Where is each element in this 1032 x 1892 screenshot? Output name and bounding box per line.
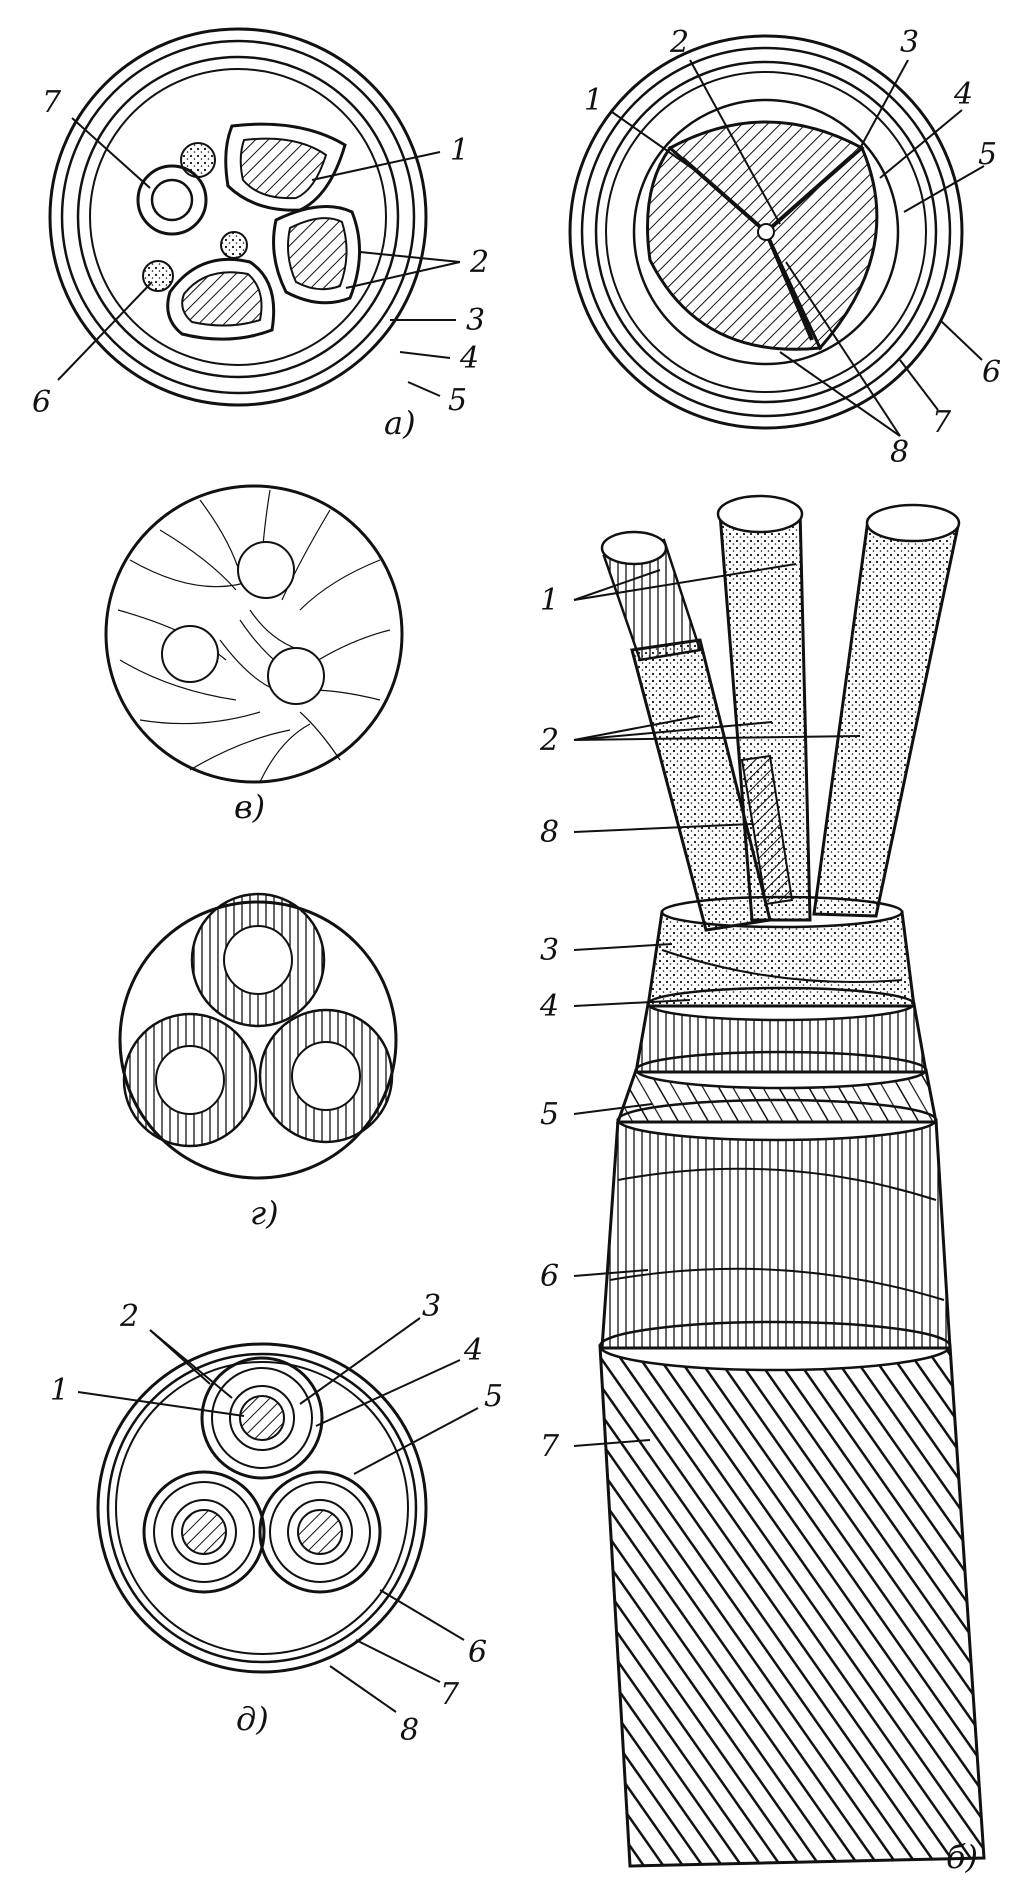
panel-b-label-7: 7 — [540, 1429, 560, 1464]
panel-a-cross-section — [48, 27, 461, 407]
panel-a-label-4: 4 — [459, 341, 479, 376]
panel-b-label-4: 4 — [539, 989, 559, 1024]
panel-a-label-7: 7 — [42, 85, 62, 120]
panel-d-caption: д) — [236, 1700, 269, 1738]
panel-top-right-label-6: 6 — [982, 355, 1001, 390]
panel-g-screened-cores — [118, 892, 398, 1180]
panel-d-cross-section — [77, 1317, 479, 1713]
panel-b-label-5: 5 — [540, 1097, 559, 1132]
panel-a-label-2: 2 — [469, 245, 489, 280]
panel-v-field-lines — [104, 484, 404, 784]
panel-d-label-8: 8 — [400, 1713, 419, 1748]
panel-b-cutaway-cable — [573, 494, 986, 1868]
panel-top-right-label-2: 2 — [669, 25, 689, 60]
panel-d-label-3: 3 — [422, 1289, 441, 1324]
panel-top-right-label-4: 4 — [953, 77, 973, 112]
panel-top-right-label-1: 1 — [584, 83, 603, 118]
panel-top-right-cross-section — [568, 34, 985, 437]
panel-top-right-label-3: 3 — [900, 25, 919, 60]
panel-a-label-3: 3 — [466, 303, 485, 338]
panel-v-caption: в) — [234, 788, 265, 826]
panel-b-label-2: 2 — [539, 723, 559, 758]
panel-b-caption: б) — [946, 1838, 978, 1876]
panel-d-label-1: 1 — [50, 1373, 69, 1408]
panel-d-label-6: 6 — [468, 1635, 487, 1670]
panel-d-label-2: 2 — [119, 1299, 139, 1334]
panel-b-label-3: 3 — [540, 933, 559, 968]
panel-a-caption: а) — [384, 404, 416, 442]
panel-top-right-label-8: 8 — [890, 435, 909, 470]
panel-b-label-1: 1 — [540, 583, 559, 618]
panel-a-label-6: 6 — [32, 385, 51, 420]
panel-g-caption: г) — [250, 1194, 279, 1232]
panel-top-right-label-7: 7 — [932, 405, 952, 440]
panel-d-label-5: 5 — [484, 1379, 503, 1414]
panel-b-label-6: 6 — [540, 1259, 559, 1294]
panel-d-label-4: 4 — [463, 1333, 483, 1368]
panel-a-label-1: 1 — [450, 133, 469, 168]
panel-a-label-5: 5 — [448, 383, 467, 418]
panel-d-label-7: 7 — [440, 1677, 460, 1712]
panel-b-label-8: 8 — [540, 815, 559, 850]
panel-top-right-label-5: 5 — [978, 137, 997, 172]
